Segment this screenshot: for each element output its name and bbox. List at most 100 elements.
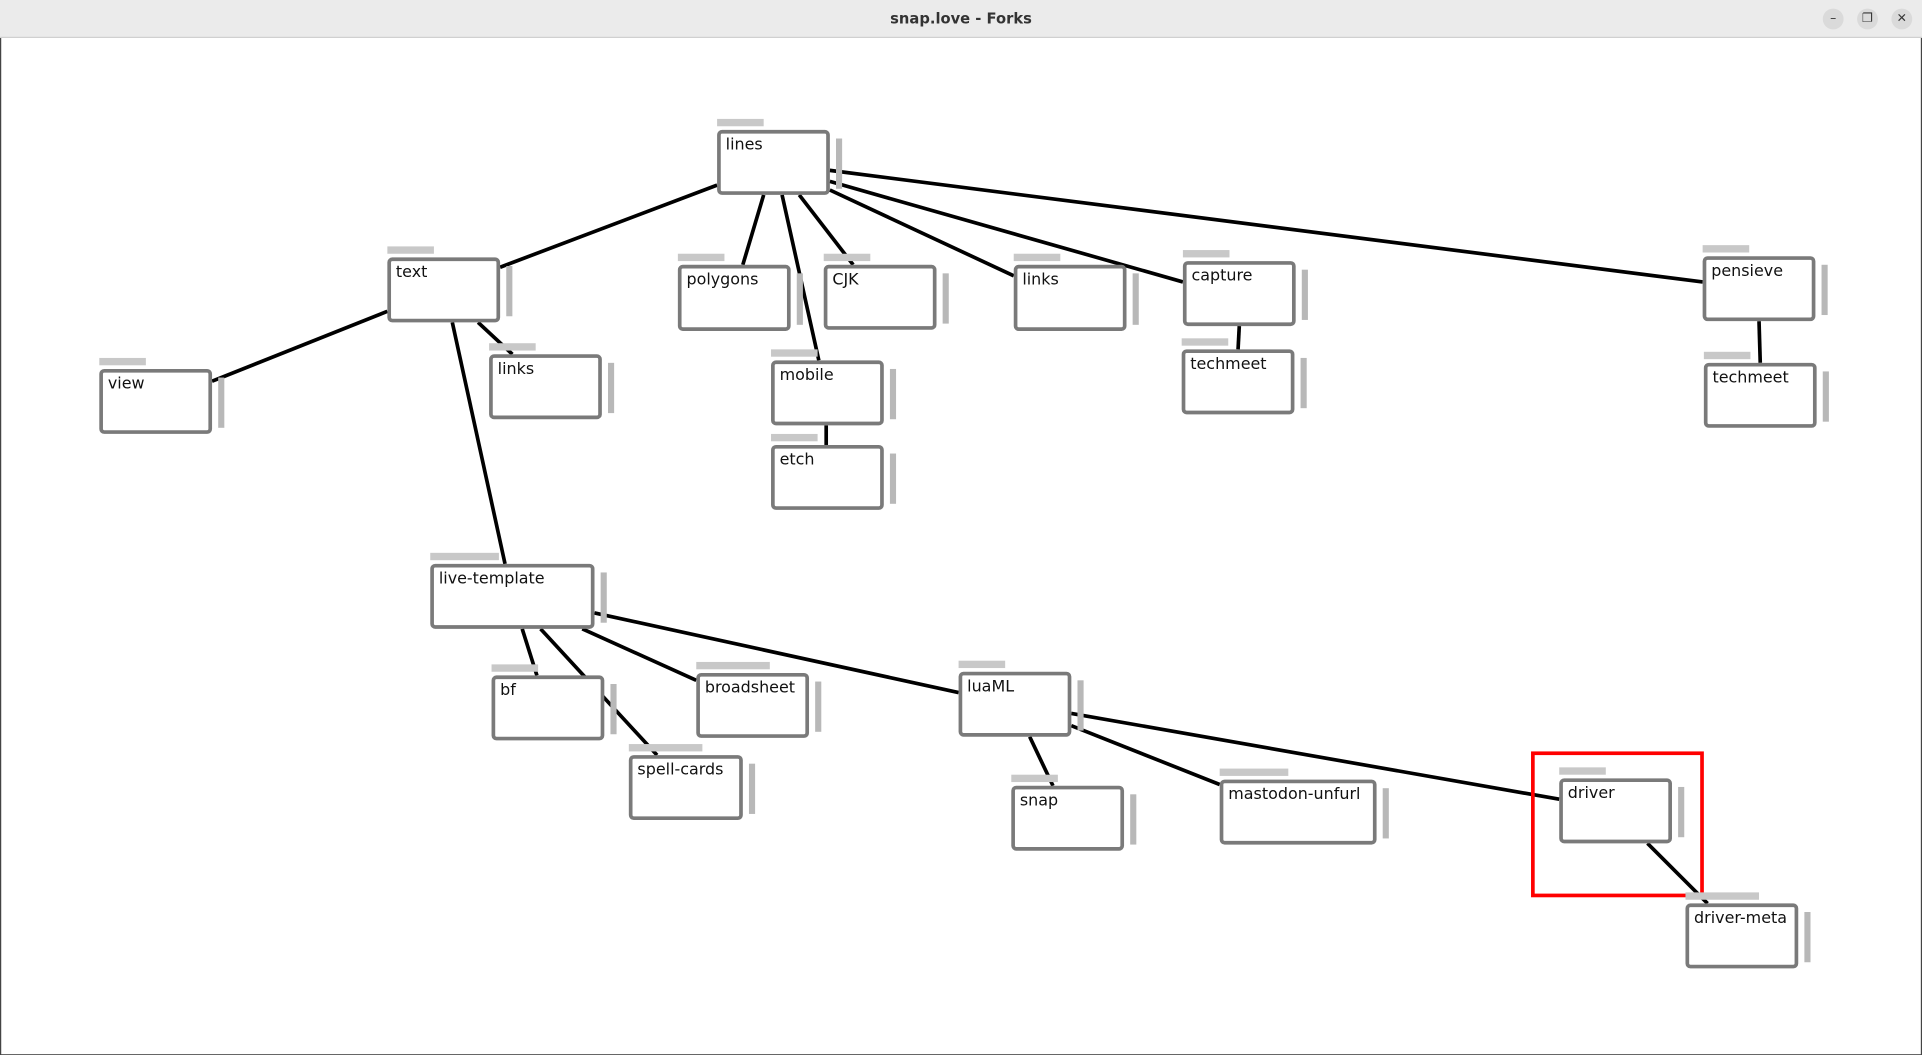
node-label: view	[107, 375, 145, 394]
node-label: snap	[1019, 791, 1059, 811]
node-drag-handle[interactable]	[717, 118, 764, 127]
node-pensieve[interactable]: pensieve	[1702, 256, 1816, 322]
node-resize-handle[interactable]	[1300, 357, 1307, 409]
edge-text-view	[211, 309, 389, 383]
node-resize-handle[interactable]	[1077, 680, 1084, 731]
node-drag-handle[interactable]	[1013, 253, 1061, 262]
node-drag-handle[interactable]	[1702, 245, 1750, 253]
node-drag-handle[interactable]	[771, 433, 818, 442]
node-broadsheet[interactable]: broadsheet	[696, 672, 810, 738]
node-label: etch	[779, 451, 815, 470]
node-snap[interactable]: snap	[1011, 785, 1125, 851]
node-drag-handle[interactable]	[823, 253, 871, 262]
node-mobile[interactable]: mobile	[771, 360, 884, 426]
node-driver[interactable]: driver	[1559, 778, 1672, 844]
node-label: CJK	[832, 270, 859, 290]
edge-luaml-mastodon-unfurl	[1070, 723, 1221, 787]
selection-highlight	[1531, 751, 1704, 898]
node-polygons[interactable]: polygons	[677, 264, 791, 331]
node-resize-handle[interactable]	[835, 138, 843, 189]
node-live-template[interactable]: live-template	[430, 563, 595, 629]
node-drag-handle[interactable]	[1703, 351, 1751, 360]
node-resize-handle[interactable]	[889, 368, 897, 420]
window-title: snap.love - Forks	[890, 9, 1032, 27]
node-resize-handle[interactable]	[1822, 371, 1829, 422]
node-driver-meta[interactable]: driver-meta	[1685, 903, 1799, 969]
edge-lines-text	[499, 183, 718, 269]
node-resize-handle[interactable]	[796, 273, 803, 325]
node-label: mobile	[779, 366, 834, 385]
node-drag-handle[interactable]	[1182, 250, 1230, 258]
node-resize-handle[interactable]	[1301, 269, 1308, 320]
minimize-button[interactable]: –	[1822, 8, 1844, 30]
edge-live-template-luaml	[594, 611, 959, 695]
node-bf[interactable]: bf	[491, 675, 605, 741]
node-techmeet1[interactable]: techmeet	[1181, 349, 1295, 415]
node-label: capture	[1191, 267, 1253, 286]
node-drag-handle[interactable]	[430, 552, 499, 561]
node-resize-handle[interactable]	[815, 681, 822, 732]
node-luaml[interactable]: luaML	[958, 671, 1072, 737]
node-label: links	[1022, 270, 1059, 290]
node-label: spell-cards	[637, 761, 724, 780]
edge-layer	[211, 168, 1763, 905]
edge-pensieve-techmeet2	[1757, 321, 1763, 363]
node-drag-handle[interactable]	[1219, 768, 1289, 776]
node-links2[interactable]: links	[489, 354, 602, 420]
node-label: broadsheet	[704, 679, 796, 698]
close-button[interactable]: ✕	[1891, 8, 1913, 30]
node-lines[interactable]: lines	[717, 129, 830, 195]
edge-text-live-template	[450, 321, 507, 565]
edge-luaml-driver	[1071, 711, 1560, 802]
node-drag-handle[interactable]	[491, 664, 539, 672]
node-label: driver-meta	[1694, 909, 1788, 928]
maximize-button[interactable]: ❐	[1857, 8, 1878, 30]
node-label: links	[497, 360, 535, 379]
node-resize-handle[interactable]	[218, 377, 225, 428]
node-label: text	[395, 263, 428, 282]
node-resize-handle[interactable]	[610, 683, 617, 735]
node-drag-handle[interactable]	[99, 357, 146, 366]
node-mastodon-unfurl[interactable]: mastodon-unfurl	[1219, 779, 1377, 845]
node-resize-handle[interactable]	[600, 572, 607, 623]
node-drag-handle[interactable]	[1011, 774, 1058, 783]
node-drag-handle[interactable]	[1559, 767, 1606, 775]
node-resize-handle[interactable]	[607, 362, 615, 414]
node-drag-handle[interactable]	[677, 253, 725, 262]
node-resize-handle[interactable]	[1821, 264, 1828, 316]
node-resize-handle[interactable]	[1382, 788, 1389, 839]
node-resize-handle[interactable]	[1132, 273, 1139, 325]
node-links1[interactable]: links	[1013, 264, 1127, 331]
node-drag-handle[interactable]	[387, 246, 434, 254]
node-resize-handle[interactable]	[748, 763, 756, 814]
node-drag-handle[interactable]	[771, 349, 818, 357]
node-drag-handle[interactable]	[1181, 338, 1229, 346]
node-resize-handle[interactable]	[506, 265, 513, 317]
node-drag-handle[interactable]	[489, 343, 536, 351]
node-label: lines	[725, 136, 763, 155]
node-cjk[interactable]: CJK	[823, 264, 937, 330]
node-resize-handle[interactable]	[1678, 786, 1685, 838]
node-etch[interactable]: etch	[771, 444, 884, 510]
node-capture[interactable]: capture	[1182, 261, 1296, 327]
node-techmeet2[interactable]: techmeet	[1703, 362, 1817, 428]
fork-graph-canvas[interactable]: lines text polygons CJK links capture pensieve…	[0, 37, 1922, 1055]
node-drag-handle[interactable]	[1685, 892, 1760, 900]
title-bar: snap.love - Forks – ❐ ✕	[0, 0, 1922, 38]
node-resize-handle[interactable]	[1130, 794, 1137, 845]
node-view[interactable]: view	[99, 368, 213, 434]
node-label: bf	[500, 681, 516, 700]
edge-capture-techmeet1	[1236, 325, 1242, 350]
node-drag-handle[interactable]	[696, 661, 770, 670]
node-resize-handle[interactable]	[942, 273, 949, 324]
node-spell-cards[interactable]: spell-cards	[628, 755, 743, 821]
node-resize-handle[interactable]	[889, 453, 897, 504]
edge-lines-cjk	[797, 193, 855, 266]
node-drag-handle[interactable]	[628, 744, 703, 752]
node-drag-handle[interactable]	[958, 660, 1006, 669]
node-resize-handle[interactable]	[1804, 911, 1811, 963]
edge-lines-links1	[829, 188, 1015, 278]
node-text[interactable]: text	[387, 257, 501, 323]
node-label: techmeet	[1190, 355, 1267, 374]
